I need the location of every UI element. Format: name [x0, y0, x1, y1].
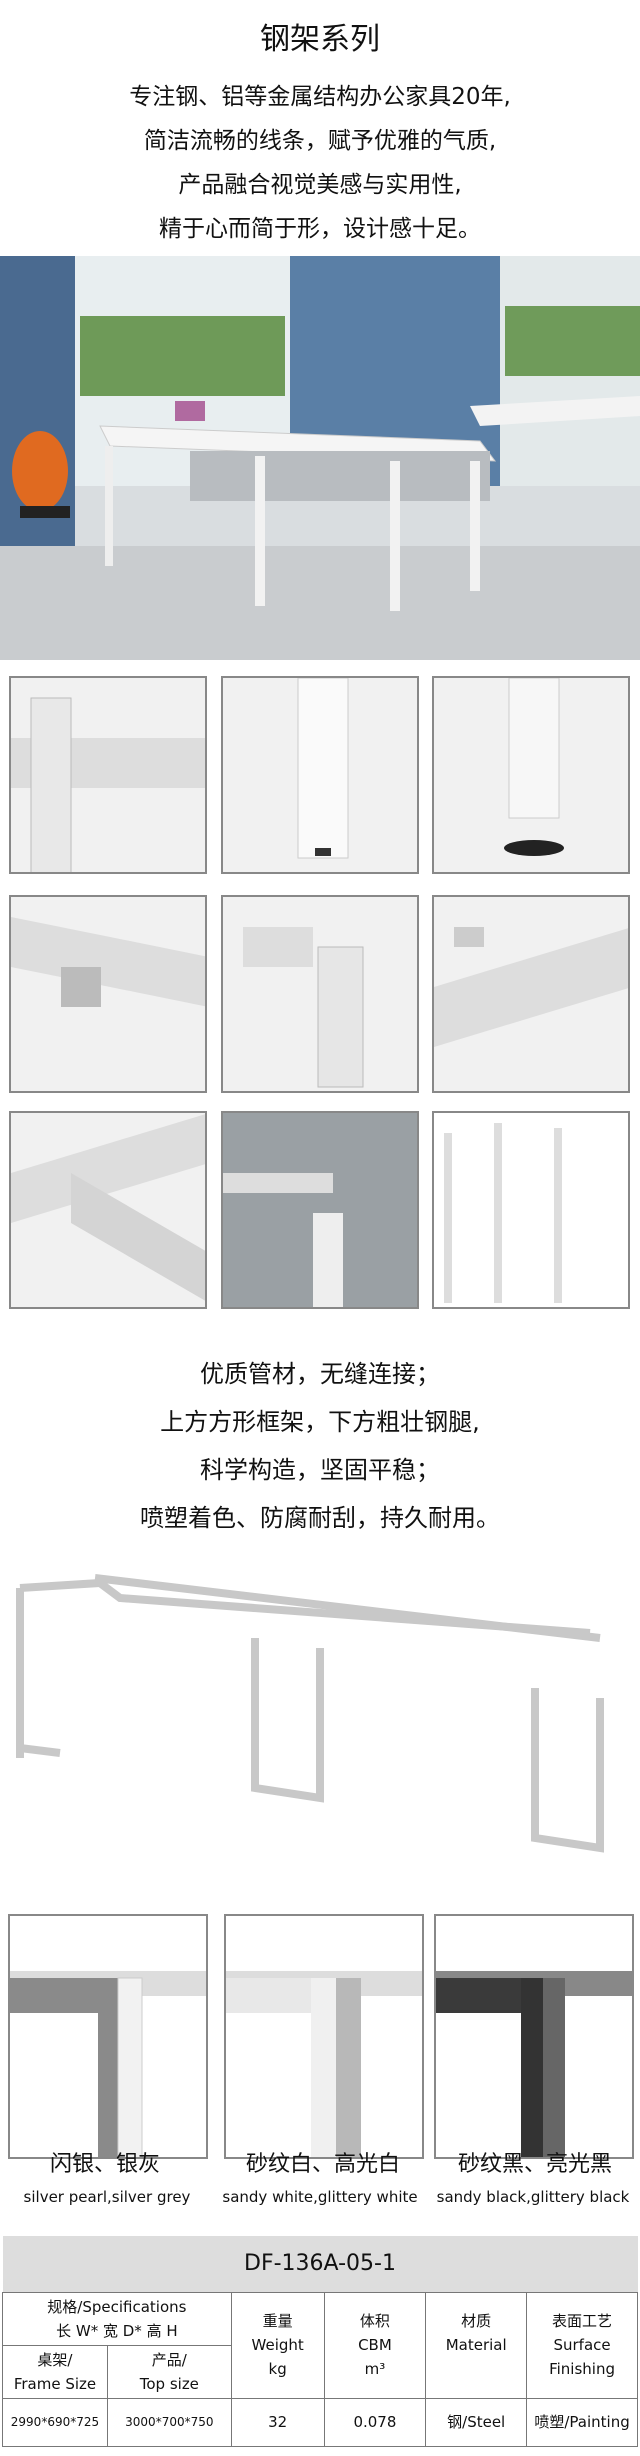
intro-line: 简洁流畅的线条，赋予优雅的气质, [143, 128, 497, 154]
detail-photo-assembly [221, 1111, 419, 1309]
detail-photo-leg-base [221, 676, 419, 874]
detail-photo-frame-assembly [432, 1111, 630, 1309]
weight-value: 32 [230, 2397, 325, 2447]
color-label-cn: 砂纹白、高光白 [245, 2152, 400, 2177]
detail-photo-top-connector [221, 895, 419, 1093]
finish-value: 喷塑/Painting [526, 2397, 638, 2447]
feature-line: 优质管材，无缝连接； [200, 1360, 440, 1388]
color-swatch-white [224, 1914, 424, 2159]
detail-photo-leg-foot [432, 676, 630, 874]
detail-photo-cross-joint [9, 1111, 207, 1309]
frame-size-header: 桌架/Frame Size [2, 2344, 108, 2399]
material-value: 钢/Steel [425, 2397, 528, 2447]
intro-line: 精于心而简于形，设计感十足。 [159, 216, 481, 242]
intro-line: 产品融合视觉美感与实用性, [178, 172, 462, 198]
top-size-header: 产品/Top size [106, 2344, 232, 2399]
detail-photo-frame-bracket [432, 895, 630, 1093]
color-swatch-silver [8, 1914, 208, 2159]
frame-product-photo [0, 1548, 640, 1868]
page-title: 钢架系列 [260, 22, 380, 57]
model-number: DF-136A-05-1 [2, 2236, 638, 2293]
hero-office-photo [0, 256, 640, 660]
features-text: 优质管材，无缝连接； 上方方形框架，下方粗壮钢腿, 科学构造，坚固平稳； 喷塑着… [0, 1350, 640, 1542]
top-size-value: 3000*700*750 [106, 2397, 232, 2447]
color-swatch-black [434, 1914, 634, 2159]
detail-photo-bracket [9, 895, 207, 1093]
intro-line: 专注钢、铝等金属结构办公家具20年, [129, 84, 511, 110]
color-label-cn: 砂纹黑、亮光黑 [457, 2152, 612, 2177]
detail-photo-corner-joint [9, 676, 207, 874]
frame-size-value: 2990*690*725 [2, 2397, 108, 2447]
intro-text: 专注钢、铝等金属结构办公家具20年, 简洁流畅的线条，赋予优雅的气质, 产品融合… [0, 75, 640, 251]
feature-line: 上方方形框架，下方粗壮钢腿, [160, 1408, 480, 1436]
feature-line: 喷塑着色、防腐耐刮，持久耐用。 [140, 1504, 500, 1532]
color-label-en: silver pearl,silver grey [23, 2188, 191, 2206]
color-label-cn: 闪银、银灰 [49, 2152, 160, 2177]
color-label-en: sandy white,glittery white [222, 2188, 418, 2206]
color-label-en: sandy black,glittery black [436, 2188, 630, 2206]
feature-line: 科学构造，坚固平稳； [200, 1456, 440, 1484]
cbm-value: 0.078 [323, 2397, 427, 2447]
